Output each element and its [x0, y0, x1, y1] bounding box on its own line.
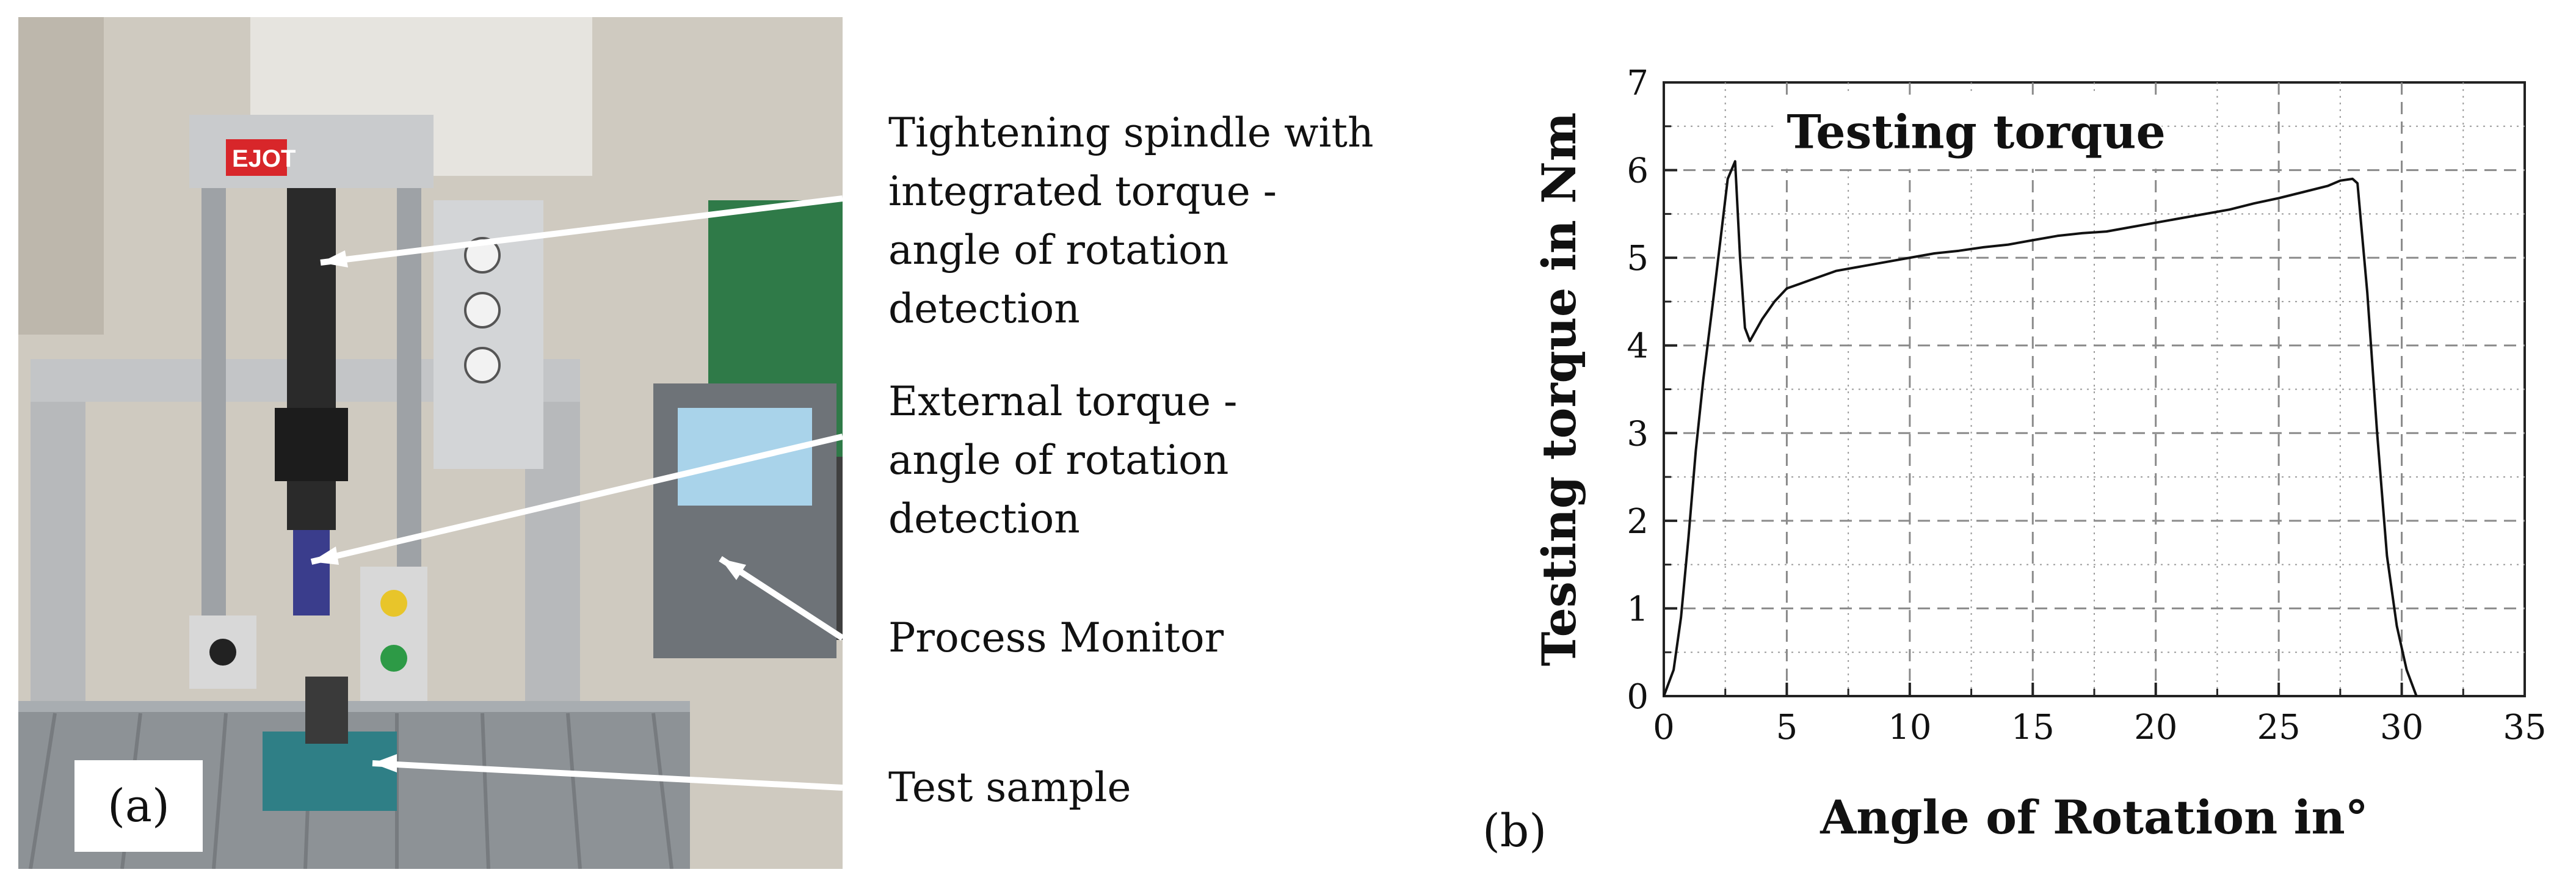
annotation-box [1777, 95, 2162, 169]
y-tick-label: 1 [1627, 589, 1649, 629]
callout-spindle-line: integrated torque - [888, 168, 1277, 215]
callout-process-monitor: Process Monitor [888, 609, 1224, 667]
x-tick-label: 15 [2011, 708, 2055, 747]
y-tick-label: 6 [1627, 151, 1649, 191]
test-rig-illustration: EJOT [18, 17, 843, 869]
y-tick-label: 3 [1627, 414, 1649, 454]
pointer-test-sample [372, 760, 843, 791]
x-axis-label: Angle of Rotation in° [1820, 790, 2368, 844]
y-tick-label: 5 [1627, 239, 1649, 278]
arrowhead-process-monitor [720, 559, 746, 580]
y-tick-label: 7 [1627, 64, 1649, 103]
panel-a-label: (a) [74, 760, 203, 852]
callout-external-torque-line: angle of rotation [888, 437, 1229, 484]
arrowhead-test-sample [372, 754, 397, 772]
y-axis-label: Testing torque in Nm [1532, 112, 1586, 666]
chart-annotation: Testing torque [1787, 105, 2165, 159]
x-tick-label: 0 [1653, 708, 1675, 747]
x-tick-label: 20 [2134, 708, 2177, 747]
callout-external-torque-line: detection [888, 495, 1080, 542]
y-tick-label: 4 [1627, 327, 1649, 366]
callout-process-monitor-line: Process Monitor [888, 614, 1224, 661]
callout-spindle-line: detection [888, 285, 1080, 332]
panel-b-label: (b) [1482, 805, 1547, 857]
arrowhead-spindle [321, 250, 348, 267]
callout-spindle-line: angle of rotation [888, 227, 1229, 274]
x-tick-label: 35 [2503, 708, 2546, 747]
x-tick-label: 25 [2257, 708, 2301, 747]
y-tick-label: 2 [1627, 502, 1649, 542]
x-tick-label: 10 [1888, 708, 1931, 747]
pointer-external-torque [310, 434, 844, 565]
y-tick-label: 0 [1627, 677, 1649, 717]
callout-test-sample-line: Test sample [888, 764, 1131, 811]
callout-external-torque-line: External torque - [888, 378, 1238, 425]
arrowhead-external-torque [311, 546, 339, 565]
torque-series-line [1663, 160, 2418, 697]
callout-spindle: Tightening spindle with integrated torqu… [888, 104, 1374, 338]
callout-spindle-line: Tightening spindle with [888, 109, 1374, 156]
photo-logo: EJOT [232, 145, 296, 172]
pointer-spindle [320, 195, 843, 266]
callout-test-sample: Test sample [888, 758, 1131, 817]
test-rig-photo: EJOT [18, 17, 843, 869]
x-tick-label: 30 [2380, 708, 2423, 747]
x-tick-label: 5 [1776, 708, 1798, 747]
callout-external-torque: External torque - angle of rotation dete… [888, 372, 1237, 548]
